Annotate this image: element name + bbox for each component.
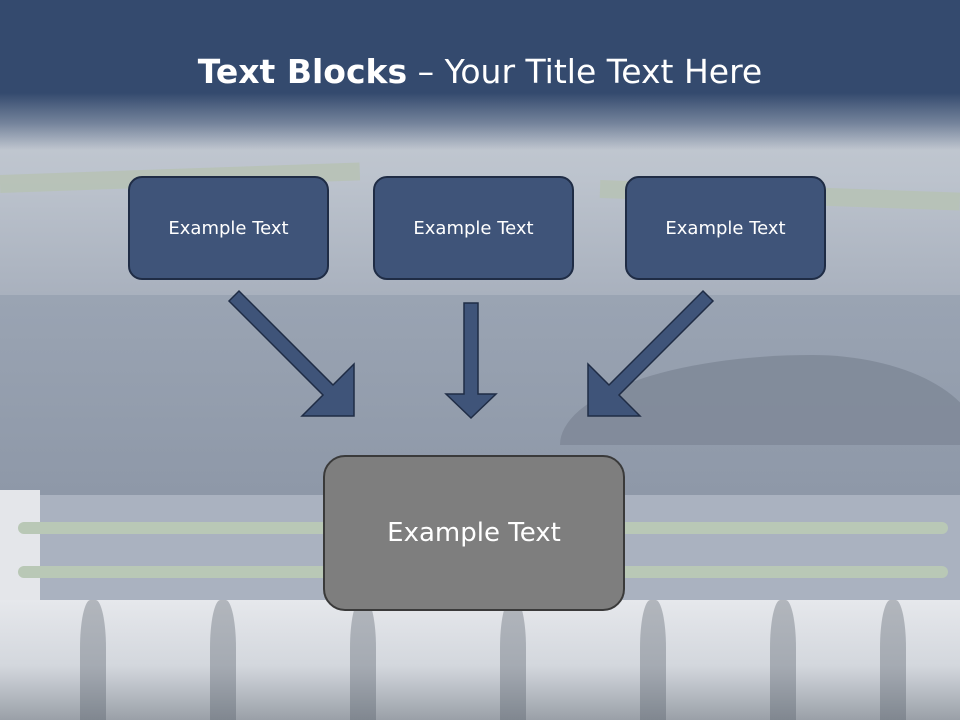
rail-shadow xyxy=(350,600,376,720)
text-block-3-label: Example Text xyxy=(665,217,786,239)
text-block-2[interactable]: Example Text xyxy=(373,176,574,280)
white-wall xyxy=(0,490,40,610)
slide-title: Text Blocks – Your Title Text Here xyxy=(0,52,960,91)
target-block[interactable]: Example Text xyxy=(323,455,625,611)
rail-shadow xyxy=(880,600,906,720)
arrow-center xyxy=(444,302,498,420)
slide-title-rest: – Your Title Text Here xyxy=(407,52,763,91)
rail-shadow xyxy=(80,600,106,720)
rail-shadow xyxy=(640,600,666,720)
rail-shadow xyxy=(770,600,796,720)
text-block-3[interactable]: Example Text xyxy=(625,176,826,280)
text-block-2-label: Example Text xyxy=(413,217,534,239)
text-block-1[interactable]: Example Text xyxy=(128,176,329,280)
rail-shadow xyxy=(210,600,236,720)
white-ledge xyxy=(0,600,960,720)
arrow-right xyxy=(587,289,715,417)
rail-shadow xyxy=(500,600,526,720)
title-bar xyxy=(0,0,960,150)
text-block-1-label: Example Text xyxy=(168,217,289,239)
target-block-label: Example Text xyxy=(387,518,561,548)
arrow-left xyxy=(227,289,355,417)
slide-title-bold: Text Blocks xyxy=(197,52,408,91)
